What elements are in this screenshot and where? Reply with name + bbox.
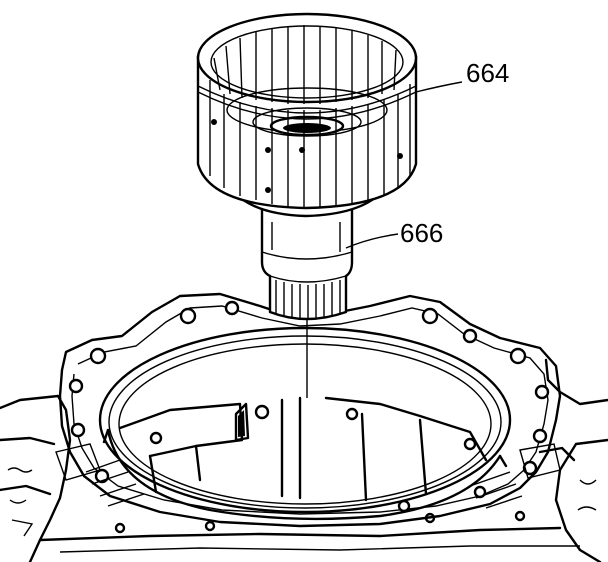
drum-internal-splines [213,25,397,104]
leader-line-666 [345,233,399,249]
drum-outer-splines [209,80,411,207]
clutch-drum [196,12,418,218]
input-shaft [260,206,354,321]
case-ribbing [55,443,561,509]
case-flange [58,292,562,528]
callout-664: 664 [466,58,510,88]
callout-666: 666 [400,218,444,248]
transmission-case [0,358,608,562]
leader-line-664 [415,81,463,93]
case-bore [98,326,512,521]
